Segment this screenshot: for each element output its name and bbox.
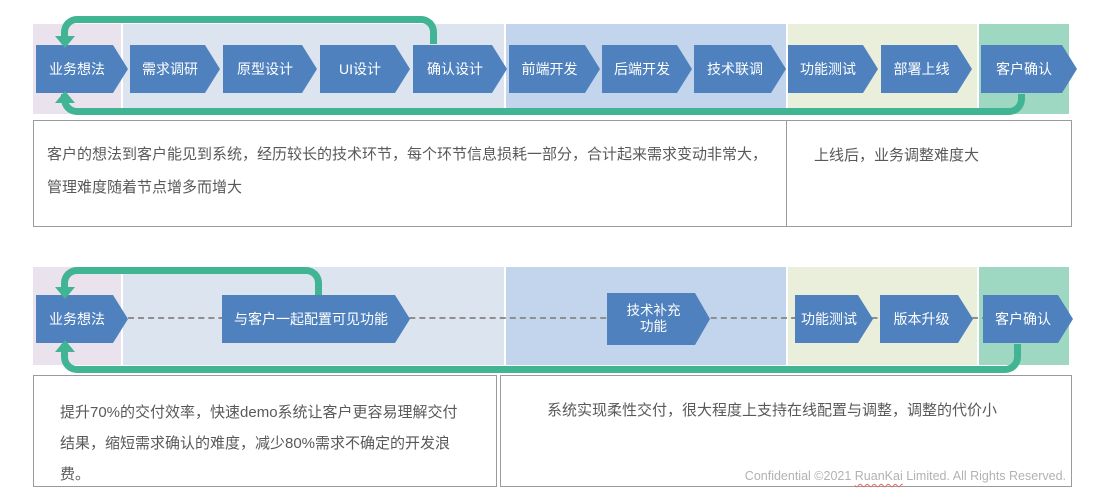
- flow2-loop-arrowhead-up-icon: [55, 340, 75, 352]
- flow1-note-left-box: 客户的想法到客户能见到系统，经历较长的技术环节，每个环节信息损耗一部分，合计起来…: [33, 120, 787, 227]
- flow1-step-4: UI设计: [320, 45, 410, 93]
- flow1-step-7: 后端开发: [602, 45, 692, 93]
- flow2-step-6: 客户确认: [983, 295, 1073, 343]
- flow2-note-right-text: 系统实现柔性交付，很大程度上支持在线配置与调整，调整的代价小: [547, 402, 998, 419]
- flow1-step-2: 需求调研: [130, 45, 220, 93]
- flow1-feedback-arrow-bottom: [61, 94, 1025, 115]
- flow1-step-10: 部署上线: [881, 45, 972, 93]
- flow2-note-left-text: 提升70%的交付效率，快速demo系统让客户更容易理解交付结果，缩短需求确认的难…: [60, 404, 458, 483]
- flow1-step-6: 前端开发: [509, 45, 600, 93]
- flow1-loop-arrowhead-up-icon: [55, 91, 75, 103]
- flow1-note-left-text: 客户的想法到客户能见到系统，经历较长的技术环节，每个环节信息损耗一部分，合计起来…: [47, 146, 768, 196]
- flow2-feedback-arrow-bottom: [61, 344, 1021, 373]
- flow2-step-3: 技术补充 功能: [607, 293, 710, 345]
- flow2-note-left-box: 提升70%的交付效率，快速demo系统让客户更容易理解交付结果，缩短需求确认的难…: [33, 375, 497, 487]
- flow1-step-5: 确认设计: [413, 45, 507, 93]
- flow2-dashed-connector: [128, 317, 988, 319]
- footer-brand: RuanKai: [854, 469, 903, 483]
- footer-prefix: Confidential ©2021: [744, 469, 855, 483]
- flow2-step-5: 版本升级: [880, 295, 973, 343]
- flow2-feedback-arrow-top: [61, 267, 322, 295]
- confidential-footer: Confidential ©2021 RuanKai Limited. All …: [745, 469, 1066, 483]
- flow1-step-3: 原型设计: [223, 45, 317, 93]
- footer-suffix: Limited. All Rights Reserved.: [902, 469, 1066, 483]
- flow1-step-1: 业务想法: [36, 45, 128, 93]
- flow1-step-9: 功能测试: [788, 45, 878, 93]
- flow1-note-right-text: 上线后，业务调整难度大: [814, 147, 980, 164]
- flow2-loop-arrowhead-down-icon: [55, 287, 75, 299]
- flow1-step-11: 客户确认: [981, 45, 1077, 93]
- flow1-note-right-box: 上线后，业务调整难度大: [786, 120, 1072, 227]
- flow2-step-2: 与客户一起配置可见功能: [222, 295, 410, 343]
- flow2-step-4: 功能测试: [795, 295, 873, 343]
- flow1-loop-arrowhead-down-icon: [55, 36, 75, 48]
- flow2-step-1: 业务想法: [36, 295, 128, 343]
- flow1-step-8: 技术联调: [694, 45, 786, 93]
- flow1-feedback-arrow-top: [61, 16, 437, 44]
- flow2-note-right-box: 系统实现柔性交付，很大程度上支持在线配置与调整，调整的代价小 Confident…: [500, 375, 1072, 487]
